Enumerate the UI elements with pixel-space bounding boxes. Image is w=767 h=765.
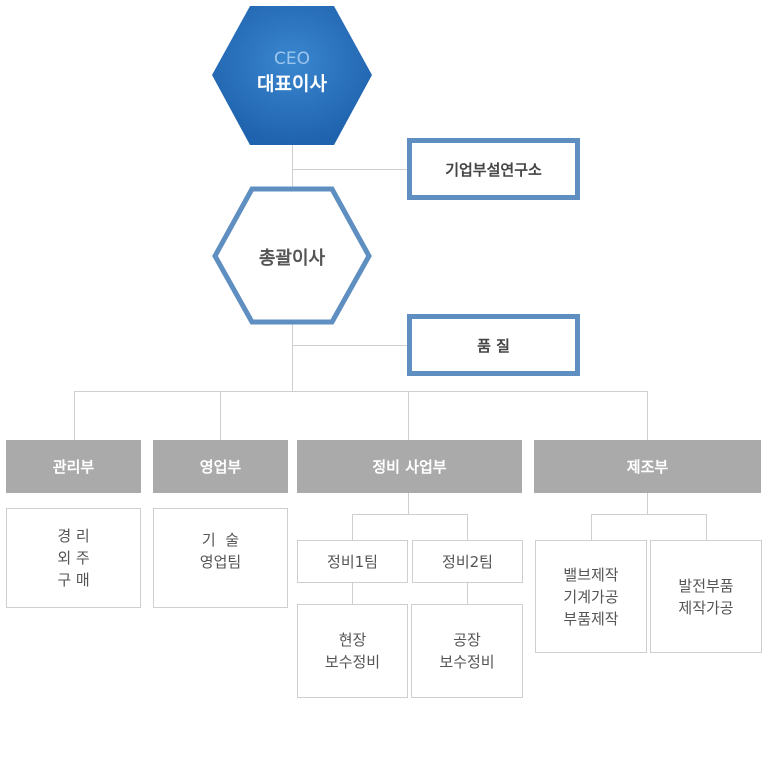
connector-line xyxy=(647,391,648,440)
team-line: 기계가공 xyxy=(563,587,619,606)
maint-team2-box: 정비2팀 xyxy=(412,540,523,583)
team-line: 영업팀 xyxy=(199,553,242,571)
team-line: 발전부품 xyxy=(678,576,734,595)
maint-team1-detail: 현장 보수정비 xyxy=(297,604,408,698)
gm-hexagon xyxy=(212,186,372,325)
connector-line xyxy=(467,583,468,604)
admin-team-box: 경 리 외 주 구 매 xyxy=(6,508,141,608)
ceo-label: 대표이사 xyxy=(257,73,327,95)
connector-line xyxy=(352,514,353,540)
dept-manufacturing: 제조부 xyxy=(534,440,761,493)
gm-label: 총괄이사 xyxy=(258,248,326,269)
connector-line xyxy=(220,391,221,440)
team-line: 외 주 xyxy=(57,549,90,567)
team-line: 밸브제작 xyxy=(563,565,619,584)
team-line: 보수정비 xyxy=(439,653,495,671)
lab-box: 기업부설연구소 xyxy=(407,138,580,200)
connector-line xyxy=(408,493,409,514)
team-line: 보수정비 xyxy=(324,653,381,671)
connector-line xyxy=(352,514,468,515)
maint-team1-box: 정비1팀 xyxy=(297,540,408,583)
team-line: 부품제작 xyxy=(563,609,619,628)
maint-team2-detail: 공장 보수정비 xyxy=(411,604,523,698)
connector-line xyxy=(591,514,592,540)
connector-line xyxy=(467,514,468,540)
ceo-node: CEO 대표이사 xyxy=(212,48,372,98)
quality-label: 품 질 xyxy=(477,336,510,355)
connector-line xyxy=(591,514,707,515)
dept-admin: 관리부 xyxy=(6,440,141,493)
team-line: 경 리 xyxy=(57,527,90,545)
team-line: 현장 xyxy=(338,631,367,649)
team-line: 기 술 xyxy=(201,531,240,549)
team-line: 공장 xyxy=(453,631,481,649)
dept-maintenance: 정비 사업부 xyxy=(297,440,522,493)
connector-line xyxy=(647,493,648,514)
dept-sales: 영업부 xyxy=(153,440,288,493)
hexagon-shapes xyxy=(212,6,372,325)
mfg-team2-box: 발전부품 제작가공 xyxy=(650,540,762,653)
team-line: 구 매 xyxy=(57,571,90,589)
connector-line xyxy=(74,391,648,392)
sales-team-box: 기 술 영업팀 xyxy=(153,508,288,608)
connector-line xyxy=(352,583,353,604)
connector-line xyxy=(293,345,408,346)
mfg-team1-box: 밸브제작 기계가공 부품제작 xyxy=(535,540,647,653)
team-line: 제작가공 xyxy=(678,598,734,617)
ceo-hexagon xyxy=(212,6,372,145)
connector-line xyxy=(408,391,409,440)
connector-line xyxy=(706,514,707,540)
team-label: 정비1팀 xyxy=(327,552,378,571)
lab-label: 기업부설연구소 xyxy=(445,160,542,179)
team-label: 정비2팀 xyxy=(442,552,493,571)
connector-line xyxy=(74,391,75,440)
ceo-label-en: CEO xyxy=(274,49,310,69)
connector-line xyxy=(293,169,408,170)
quality-box: 품 질 xyxy=(407,314,580,376)
